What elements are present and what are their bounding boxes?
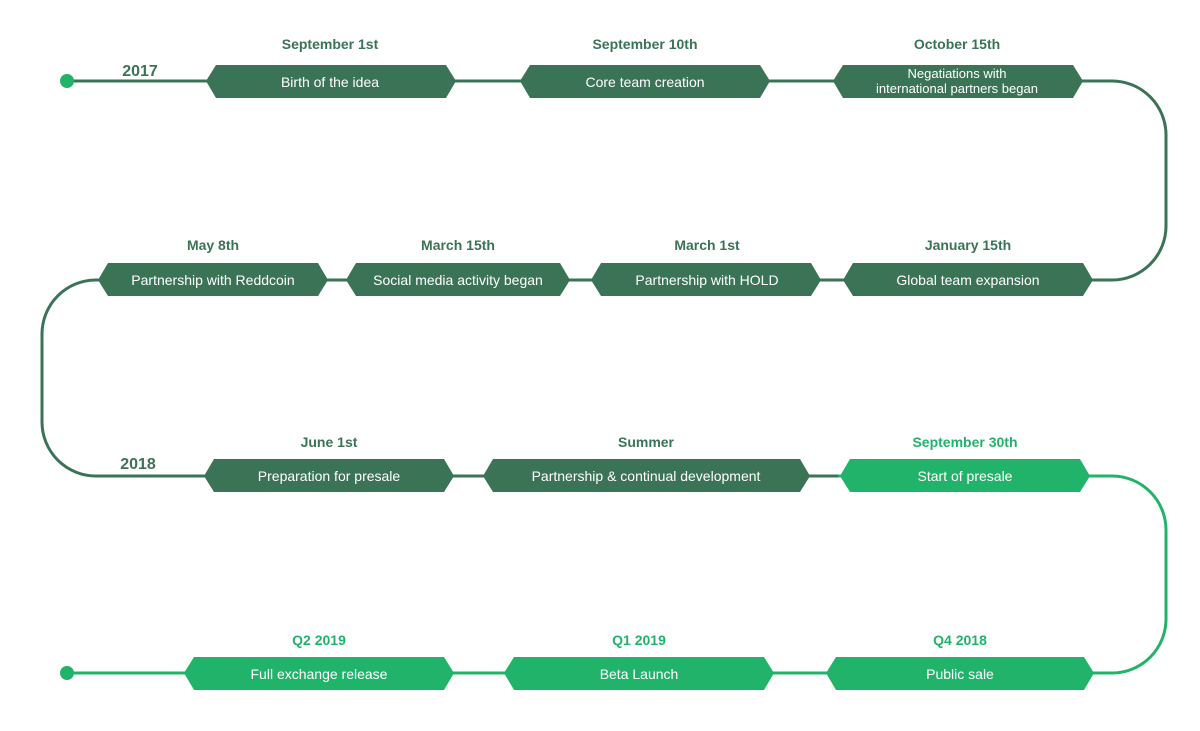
- svg-text:January 15th: January 15th: [925, 237, 1011, 253]
- svg-text:September 30th: September 30th: [912, 434, 1017, 450]
- svg-text:March 1st: March 1st: [674, 237, 740, 253]
- svg-text:September 1st: September 1st: [282, 36, 379, 52]
- milestone-preparation-presale: June 1st Preparation for presale: [204, 434, 454, 492]
- svg-text:October 15th: October 15th: [914, 36, 1000, 52]
- svg-text:Start of presale: Start of presale: [918, 468, 1013, 484]
- timeline-start-dot: [60, 74, 74, 88]
- milestone-negotiations-partners: October 15th Negatiations with internati…: [833, 36, 1083, 98]
- svg-text:Summer: Summer: [618, 434, 675, 450]
- svg-text:May 8th: May 8th: [187, 237, 239, 253]
- milestone-start-of-presale: September 30th Start of presale: [840, 434, 1090, 492]
- milestone-partnership-reddcoin: May 8th Partnership with Reddcoin: [98, 237, 328, 296]
- svg-text:Full exchange release: Full exchange release: [251, 666, 388, 682]
- svg-text:Beta Launch: Beta Launch: [600, 666, 679, 682]
- svg-text:September 10th: September 10th: [592, 36, 697, 52]
- milestone-global-team-expansion: January 15th Global team expansion: [843, 237, 1093, 296]
- svg-text:March 15th: March 15th: [421, 237, 495, 253]
- milestone-full-exchange-release: Q2 2019 Full exchange release: [184, 632, 454, 690]
- svg-text:Q4 2018: Q4 2018: [933, 632, 987, 648]
- year-label-2018: 2018: [120, 456, 156, 473]
- milestone-social-media: March 15th Social media activity began: [346, 237, 570, 296]
- svg-text:Partnership with HOLD: Partnership with HOLD: [635, 272, 778, 288]
- svg-text:Social media activity began: Social media activity began: [373, 272, 543, 288]
- svg-text:Q2 2019: Q2 2019: [292, 632, 346, 648]
- svg-text:Core team creation: Core team creation: [585, 74, 704, 90]
- svg-text:Negatiations with: Negatiations with: [908, 66, 1007, 81]
- milestone-birth-of-idea: September 1st Birth of the idea: [206, 36, 456, 98]
- svg-text:Partnership with Reddcoin: Partnership with Reddcoin: [131, 272, 294, 288]
- milestone-beta-launch: Q1 2019 Beta Launch: [504, 632, 774, 690]
- milestone-public-sale: Q4 2018 Public sale: [826, 632, 1094, 690]
- year-label-2017: 2017: [122, 63, 158, 80]
- milestone-partnership-continual-dev: Summer Partnership & continual developme…: [483, 434, 810, 492]
- svg-text:Preparation for presale: Preparation for presale: [258, 468, 401, 484]
- milestone-core-team-creation: September 10th Core team creation: [520, 36, 770, 98]
- svg-text:Q1 2019: Q1 2019: [612, 632, 666, 648]
- svg-text:international partners began: international partners began: [876, 81, 1038, 96]
- milestone-partnership-hold: March 1st Partnership with HOLD: [591, 237, 821, 296]
- timeline-path-bright: [67, 474, 1168, 675]
- svg-text:June 1st: June 1st: [301, 434, 358, 450]
- timeline-end-dot: [60, 666, 74, 680]
- svg-text:Partnership & continual develo: Partnership & continual development: [532, 468, 761, 484]
- svg-text:Global team expansion: Global team expansion: [896, 272, 1039, 288]
- svg-text:Public sale: Public sale: [926, 666, 994, 682]
- svg-text:Birth of the idea: Birth of the idea: [281, 74, 379, 90]
